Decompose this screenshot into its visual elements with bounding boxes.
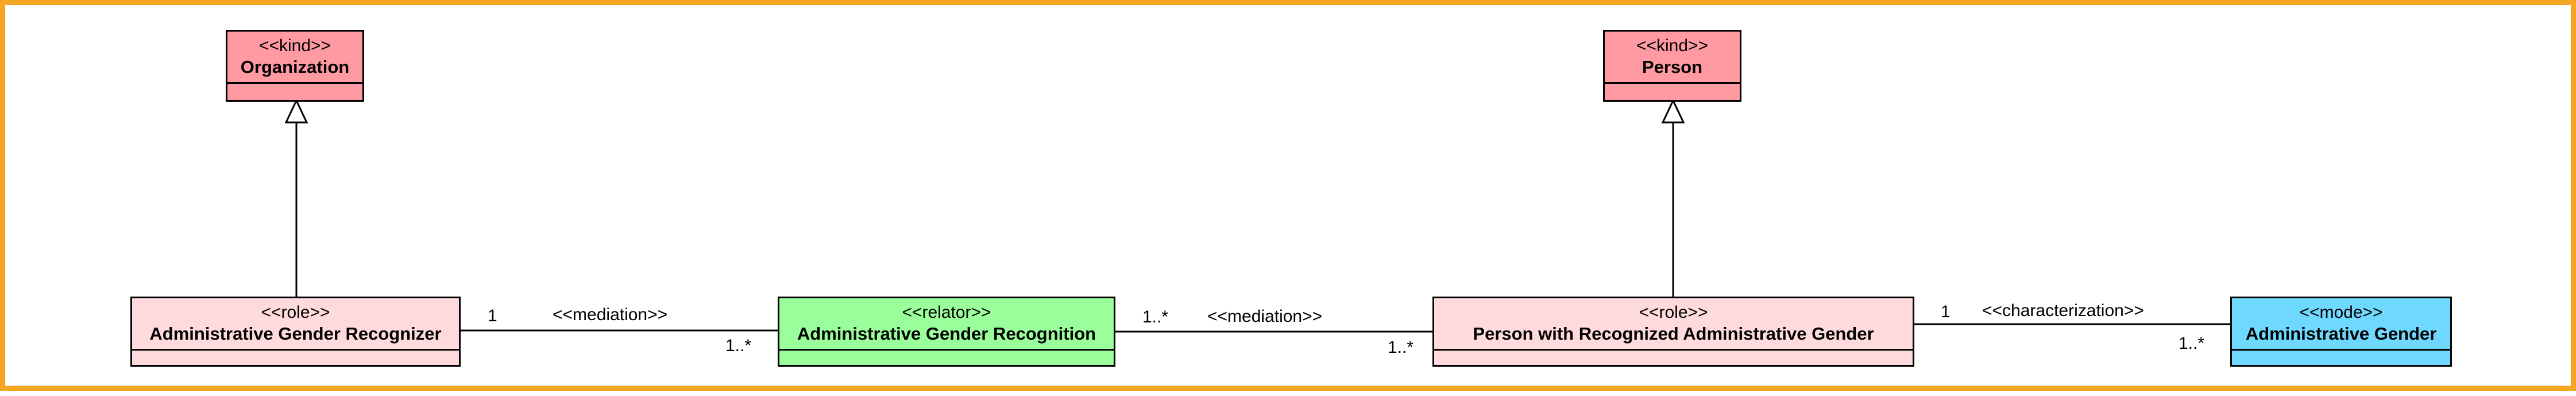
class-person-name: Person — [1642, 57, 1703, 77]
mediation-1-label: <<mediation>> — [553, 305, 668, 324]
class-recognition-stereotype: <<relator>> — [902, 303, 991, 322]
class-person-stereotype: <<kind>> — [1636, 36, 1709, 55]
mediation-1-target-multiplicity: 1..* — [725, 336, 752, 355]
class-administrative-gender[interactable]: <<mode>> Administrative Gender — [2230, 297, 2452, 367]
class-recognizer-divider — [132, 349, 459, 351]
class-gender-stereotype: <<mode>> — [2299, 303, 2383, 322]
class-person-recognized-divider — [1434, 349, 1913, 351]
class-organization-name: Organization — [240, 57, 350, 77]
class-recognizer-stereotype: <<role>> — [261, 303, 330, 322]
generalization-arrowhead-person — [1661, 98, 1685, 124]
class-organization[interactable]: <<kind>> Organization — [226, 30, 364, 102]
mediation-1-source-multiplicity: 1 — [488, 306, 497, 325]
class-recognition-name: Administrative Gender Recognition — [797, 324, 1096, 344]
class-administrative-gender-recognizer[interactable]: <<role>> Administrative Gender Recognize… — [130, 297, 461, 367]
class-recognizer-name: Administrative Gender Recognizer — [149, 324, 442, 344]
class-administrative-gender-recognition[interactable]: <<relator>> Administrative Gender Recogn… — [778, 297, 1115, 367]
connector-layer — [284, 98, 2231, 333]
generalization-arrowhead-organization — [284, 98, 308, 124]
class-gender-divider — [2232, 349, 2450, 351]
class-person-with-recognized-administrative-gender[interactable]: <<role>> Person with Recognized Administ… — [1432, 297, 1914, 367]
class-gender-name: Administrative Gender — [2245, 324, 2437, 344]
characterization-label: <<characterization>> — [1982, 301, 2144, 320]
characterization-target-multiplicity: 1..* — [2179, 334, 2205, 353]
mediation-2-target-multiplicity: 1..* — [1388, 338, 1414, 357]
class-person-recognized-stereotype: <<role>> — [1639, 303, 1708, 322]
characterization-source-multiplicity: 1 — [1941, 302, 1951, 321]
mediation-2-label: <<mediation>> — [1207, 307, 1323, 326]
class-person-recognized-name: Person with Recognized Administrative Ge… — [1473, 324, 1874, 344]
class-recognition-divider — [779, 349, 1114, 351]
class-organization-stereotype: <<kind>> — [258, 36, 331, 55]
mediation-2-source-multiplicity: 1..* — [1142, 307, 1169, 326]
class-person[interactable]: <<kind>> Person — [1603, 30, 1741, 102]
class-organization-divider — [227, 82, 362, 84]
class-person-divider — [1605, 82, 1740, 84]
